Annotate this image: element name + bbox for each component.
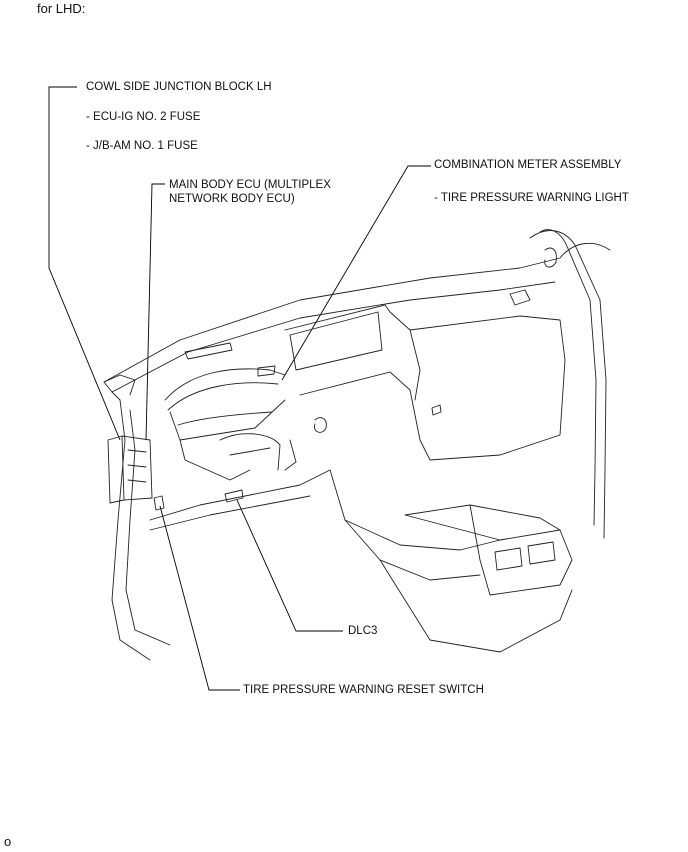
label-main-body-ecu-line2: NETWORK BODY ECU) — [169, 193, 295, 205]
page-header: for LHD: — [37, 1, 86, 16]
leader-combination-meter — [281, 165, 431, 381]
label-tire-pressure-warning-light: - TIRE PRESSURE WARNING LIGHT — [434, 192, 629, 204]
label-jb-am-fuse: - J/B-AM NO. 1 FUSE — [86, 140, 198, 152]
dashboard-lineart — [103, 229, 611, 661]
label-main-body-ecu-line1: MAIN BODY ECU (MULTIPLEX — [169, 179, 331, 191]
leader-dlc3 — [236, 499, 343, 632]
label-dlc3: DLC3 — [348, 625, 378, 637]
page-footer: o — [4, 834, 12, 849]
leader-lines — [48, 86, 431, 691]
leader-cowl-junction — [48, 86, 121, 441]
label-combination-meter: COMBINATION METER ASSEMBLY — [434, 159, 622, 171]
leader-main-body-ecu — [145, 183, 165, 441]
label-ecu-ig-fuse: - ECU-IG NO. 2 FUSE — [86, 111, 201, 123]
label-reset-switch: TIRE PRESSURE WARNING RESET SWITCH — [243, 684, 484, 696]
leader-reset-switch — [159, 505, 240, 691]
label-cowl-side-junction-block: COWL SIDE JUNCTION BLOCK LH — [86, 81, 272, 93]
